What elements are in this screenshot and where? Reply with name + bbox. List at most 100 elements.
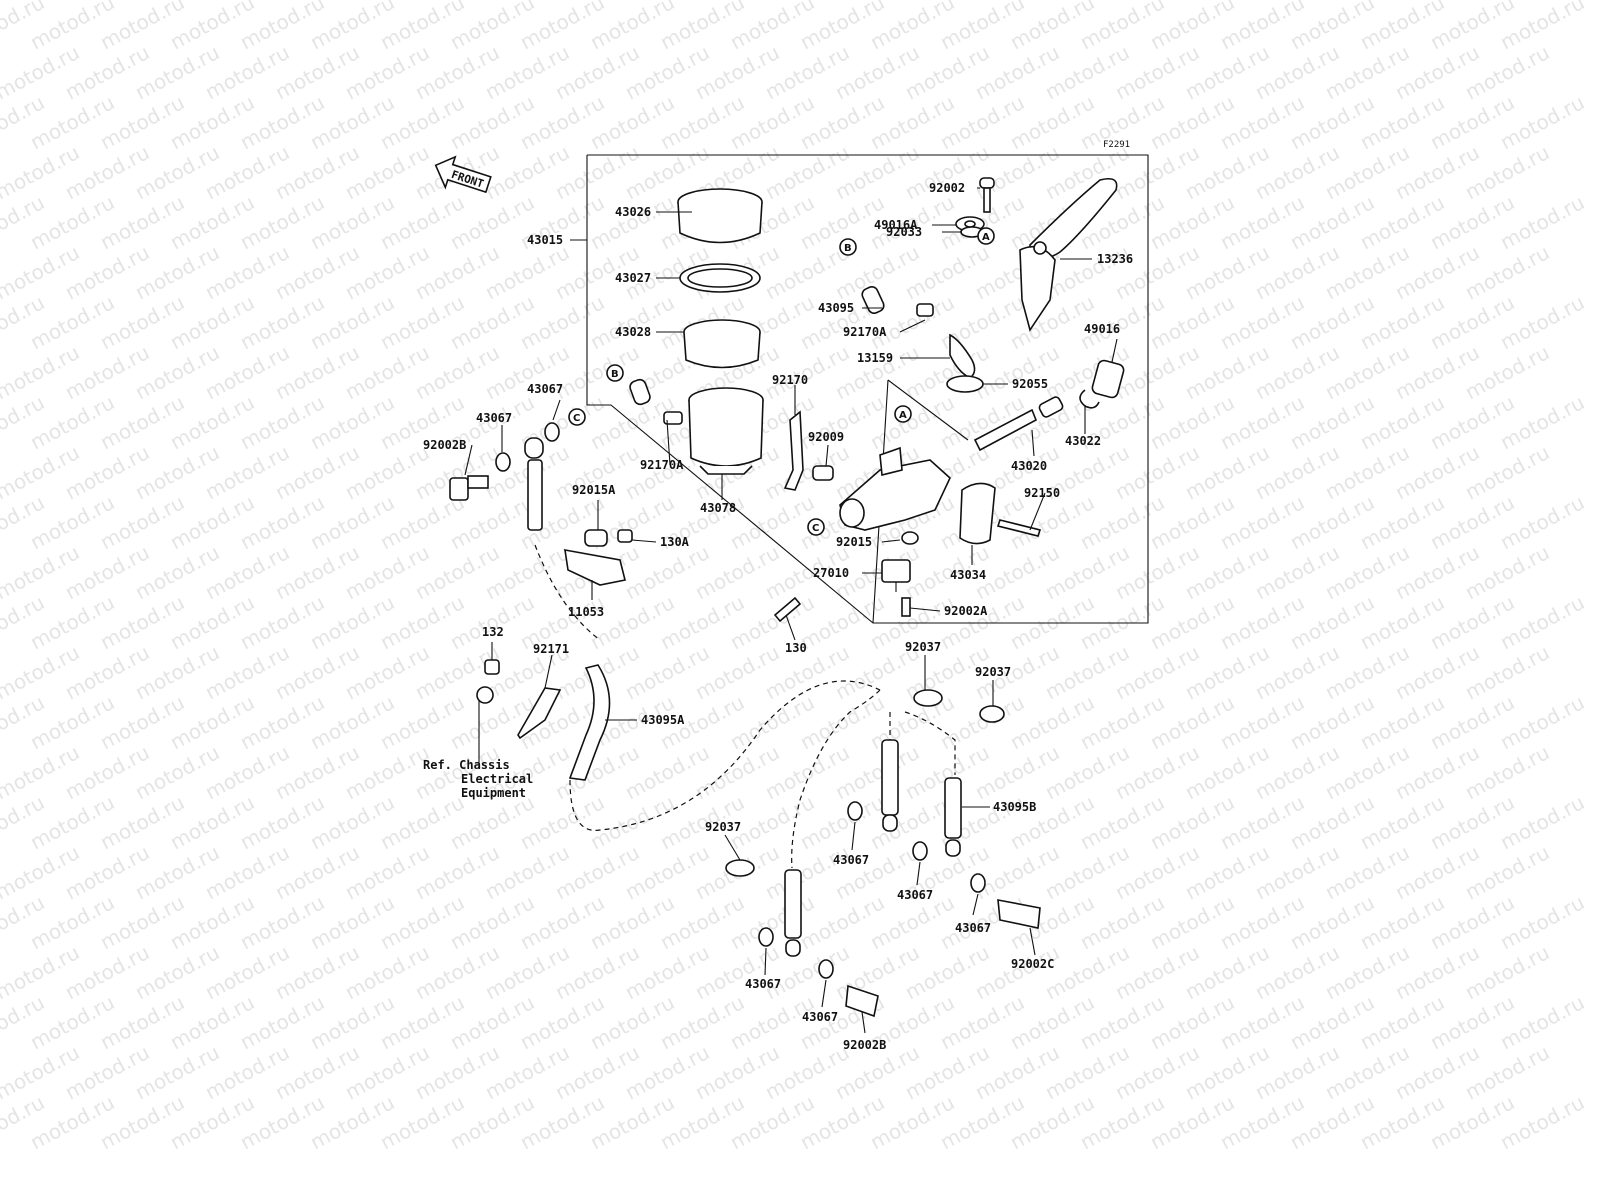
label-92150: 92150 (1024, 486, 1060, 500)
washer-top-left-b-icon (544, 422, 560, 442)
part-labels: 43026 43015 43027 43028 92002 49016A 920… (423, 181, 1133, 1052)
reservoir-cap-icon (677, 188, 763, 244)
label-92002c: 92002C (1011, 957, 1054, 971)
label-92015: 92015 (836, 535, 872, 549)
bolt-130a-icon (617, 529, 633, 543)
hose-43095a-icon (568, 664, 611, 781)
hose-routing (534, 544, 956, 869)
marker-c-left-label: C (573, 413, 580, 424)
o-ring-icon (946, 375, 984, 393)
label-43067-e: 43067 (955, 921, 991, 935)
label-43095a: 43095A (641, 713, 685, 727)
clamp-132-icon (476, 659, 500, 704)
label-11053: 11053 (568, 605, 604, 619)
marker-a-top-label: A (982, 232, 990, 243)
clamp-92037-b-icon (979, 705, 1005, 723)
label-132: 132 (482, 625, 504, 639)
label-92171: 92171 (533, 642, 569, 656)
marker-a-top-icon: A (977, 227, 995, 245)
washer-top-left-a-icon (495, 452, 511, 472)
label-92002a: 92002A (944, 604, 988, 618)
marker-b-top-label: B (844, 243, 852, 254)
bushing-49016-icon (1091, 359, 1125, 399)
label-43020: 43020 (1011, 459, 1047, 473)
figure-code: F2291 (1103, 140, 1130, 150)
label-92002b-top: 92002B (423, 438, 466, 452)
label-92002b-bottom: 92002B (843, 1038, 886, 1052)
banjo-bolt-bottom-icon (845, 984, 879, 1018)
label-43028: 43028 (615, 325, 651, 339)
banjo-bolt-92002c-icon (997, 899, 1041, 929)
label-43067-d: 43067 (897, 888, 933, 902)
reservoir-ring-icon (679, 263, 761, 293)
clamp-bolt-icon (996, 519, 1042, 537)
washer-lower-a-icon (847, 801, 863, 821)
hose-b-top-icon (861, 286, 934, 317)
label-92055: 92055 (1012, 377, 1048, 391)
screw-92009-icon (812, 465, 834, 481)
label-43067-g: 43067 (802, 1010, 838, 1024)
label-43067-f: 43067 (745, 977, 781, 991)
screw-92002a-icon (901, 597, 911, 617)
label-92170a-top: 92170A (843, 325, 887, 339)
banjo-hose-top-icon (524, 437, 544, 531)
piston-assembly-icon (973, 396, 1064, 452)
washer-lower-b-icon (912, 841, 928, 861)
master-cylinder-body-icon (839, 446, 951, 531)
clamp-92037-a-icon (913, 689, 943, 707)
hose-lower-left-icon (784, 869, 802, 957)
label-43067-b: 43067 (476, 411, 512, 425)
brake-switch-icon (881, 559, 911, 592)
elbow-fitting-icon (949, 333, 976, 379)
marker-b-left-label: B (611, 369, 619, 380)
watermark-layer: motod.rumotod.rumotod.rumotod.rumotod.ru… (0, 0, 1588, 1154)
label-92170: 92170 (772, 373, 808, 387)
leader-lines (464, 187, 1118, 1034)
hose-b-left-icon (629, 378, 683, 425)
label-43067-c: 43067 (833, 853, 869, 867)
label-43026: 43026 (615, 205, 651, 219)
marker-a-body-icon: A (894, 405, 912, 423)
bracket-92170-icon (783, 410, 804, 491)
banjo-bolt-top-icon (449, 475, 489, 501)
washer-lower-c-icon (970, 873, 986, 893)
bolt-130-icon (773, 596, 802, 623)
grommet-icon (584, 529, 608, 547)
label-92015a: 92015A (572, 483, 616, 497)
marker-c-body-label: C (812, 523, 819, 534)
handlebar-clamp-icon (959, 482, 996, 545)
marker-a-body-label: A (899, 410, 907, 421)
bracket-92171-icon (517, 687, 562, 740)
label-43095b: 43095B (993, 800, 1036, 814)
hose-43095b-icon (944, 777, 962, 857)
label-13159: 13159 (857, 351, 893, 365)
reference-note-line-3: Equipment (461, 786, 526, 800)
reference-note: Ref. Chassis Electrical Equipment (423, 758, 533, 800)
label-13236: 13236 (1097, 252, 1133, 266)
label-43015: 43015 (527, 233, 563, 247)
mount-bracket-icon (564, 549, 626, 586)
clamp-92037-c-icon (725, 859, 755, 877)
diaphragm-icon (683, 319, 761, 369)
label-92009: 92009 (808, 430, 844, 444)
label-92033: 92033 (886, 225, 922, 239)
reference-note-line-1: Ref. Chassis (423, 758, 510, 772)
marker-b-left-icon: B (606, 364, 624, 382)
reservoir-body-icon (688, 387, 764, 475)
label-43022: 43022 (1065, 434, 1101, 448)
marker-b-top-icon: B (839, 238, 857, 256)
label-92002: 92002 (929, 181, 965, 195)
brake-lever-icon (1019, 177, 1118, 332)
label-43078: 43078 (700, 501, 736, 515)
label-43095: 43095 (818, 301, 854, 315)
label-49016a: 49016A (874, 218, 918, 232)
label-27010: 27010 (813, 566, 849, 580)
label-49016: 49016 (1084, 322, 1120, 336)
label-92037-a: 92037 (905, 640, 941, 654)
label-92170a-left: 92170A (640, 458, 684, 472)
marker-c-body-icon: C (807, 518, 825, 536)
washer-lower-e-icon (818, 959, 834, 979)
marker-c-left-icon: C (568, 408, 586, 426)
label-130: 130 (785, 641, 807, 655)
